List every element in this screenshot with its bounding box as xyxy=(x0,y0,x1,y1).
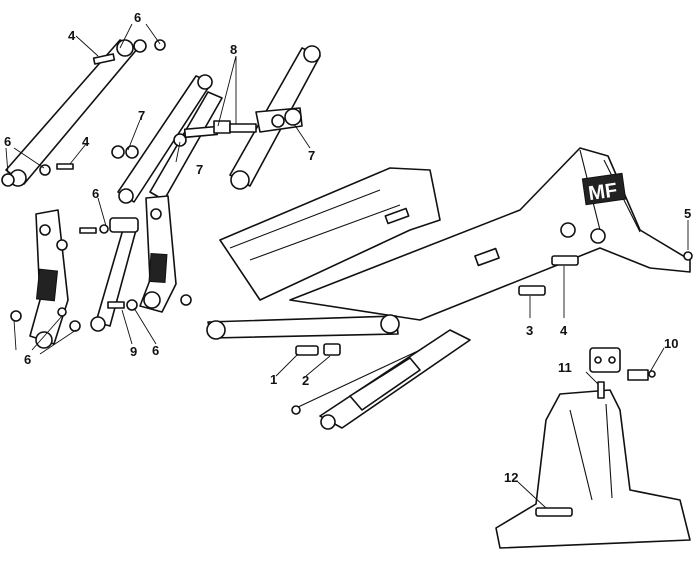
callout-5: 5 xyxy=(684,206,691,221)
main-frame: MF xyxy=(219,147,693,321)
logo-mf: MF xyxy=(587,179,619,205)
callout-4c: 4 xyxy=(560,323,568,338)
top-link-right xyxy=(229,45,321,190)
lift-rod xyxy=(79,217,139,332)
callout-7b: 7 xyxy=(196,162,203,177)
callout-10: 10 xyxy=(664,336,678,351)
callout-6d: 6 xyxy=(24,352,31,367)
callout-4b: 4 xyxy=(82,134,90,149)
ram-cylinder xyxy=(291,329,471,430)
loose-pins xyxy=(295,255,579,356)
callout-1: 1 xyxy=(270,372,277,387)
callout-11: 11 xyxy=(558,360,572,375)
callout-2: 2 xyxy=(302,373,309,388)
callout-6a: 6 xyxy=(134,10,141,25)
callout-7a: 7 xyxy=(138,108,145,123)
cross-shaft xyxy=(183,120,257,139)
lower-crossbar xyxy=(206,314,400,340)
leader-lines xyxy=(5,23,689,509)
callout-8: 8 xyxy=(230,42,237,57)
callout-labels: 1 2 3 4 4 4 5 6 6 6 6 6 6 7 7 7 8 9 10 1… xyxy=(4,10,691,485)
mounting-bracket xyxy=(495,347,691,549)
lift-arm-left xyxy=(10,209,81,349)
callout-7c: 7 xyxy=(308,148,315,163)
callout-9: 9 xyxy=(130,344,137,359)
callout-6c: 6 xyxy=(92,186,99,201)
callout-12: 12 xyxy=(504,470,518,485)
callout-6b: 6 xyxy=(4,134,11,149)
top-link-middle xyxy=(111,74,223,204)
callout-6e: 6 xyxy=(152,343,159,358)
lift-arm-right xyxy=(139,195,192,313)
callout-3: 3 xyxy=(526,323,533,338)
callout-4a: 4 xyxy=(68,28,76,43)
